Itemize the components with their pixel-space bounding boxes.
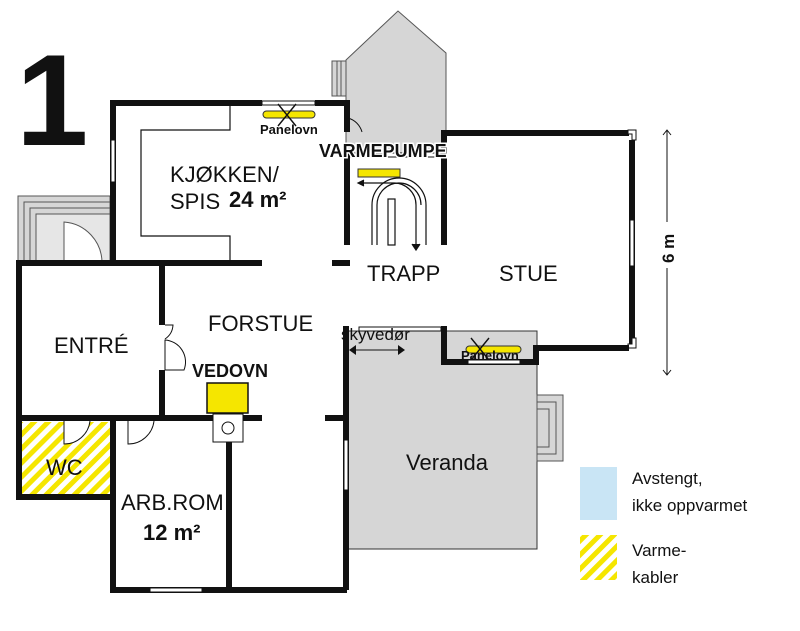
wc-label: WC — [46, 455, 83, 480]
kitchen-label-2: SPIS — [170, 189, 220, 214]
dimension-line — [662, 129, 672, 376]
heat-pump-unit — [357, 168, 401, 178]
sliding-door-arrows — [349, 345, 405, 355]
legend-swatch-closed — [580, 467, 617, 520]
stairs — [356, 177, 427, 252]
panel-heater-living — [465, 337, 522, 361]
entry-label: ENTRÉ — [54, 333, 129, 358]
stairs-label: TRAPP — [367, 261, 440, 286]
panel-heater-living-label: Panelovn — [461, 348, 519, 363]
floor-number: 1 — [16, 27, 88, 173]
hall-label: FORSTUE — [208, 311, 313, 336]
wood-stove — [206, 382, 249, 414]
sliding-door-label: skyvedør — [341, 325, 410, 344]
entry-porch — [17, 195, 111, 264]
panel-heater-kitchen — [262, 103, 316, 127]
legend-cables-line2: kabler — [632, 568, 679, 587]
walls — [16, 100, 637, 593]
chimney — [212, 413, 244, 443]
legend: Avstengt, ikke oppvarmet Varme- kabler — [580, 467, 748, 587]
living-room-label: STUE — [499, 261, 558, 286]
panel-heater-kitchen-label: Panelovn — [260, 122, 318, 137]
veranda-steps — [536, 394, 564, 462]
annex-area — [345, 10, 447, 154]
veranda-label: Veranda — [406, 450, 489, 475]
legend-closed-line2: ikke oppvarmet — [632, 496, 748, 515]
kitchen-counter — [140, 106, 231, 263]
annex-steps — [331, 60, 347, 97]
kitchen-label: KJØKKEN/ — [170, 162, 280, 187]
legend-swatch-heating-cables — [580, 535, 617, 580]
legend-closed-line1: Avstengt, — [632, 469, 703, 488]
doors[interactable] — [63, 117, 363, 445]
legend-cables-line1: Varme- — [632, 541, 686, 560]
office-area: 12 m² — [143, 520, 200, 545]
kitchen-area: 24 m² — [229, 187, 286, 212]
dimension-label: 6 m — [659, 234, 678, 263]
wood-stove-label: VEDOVN — [192, 361, 268, 381]
heat-pump-label: VARMEPUMPE — [319, 141, 447, 161]
office-label: ARB.ROM — [121, 490, 224, 515]
